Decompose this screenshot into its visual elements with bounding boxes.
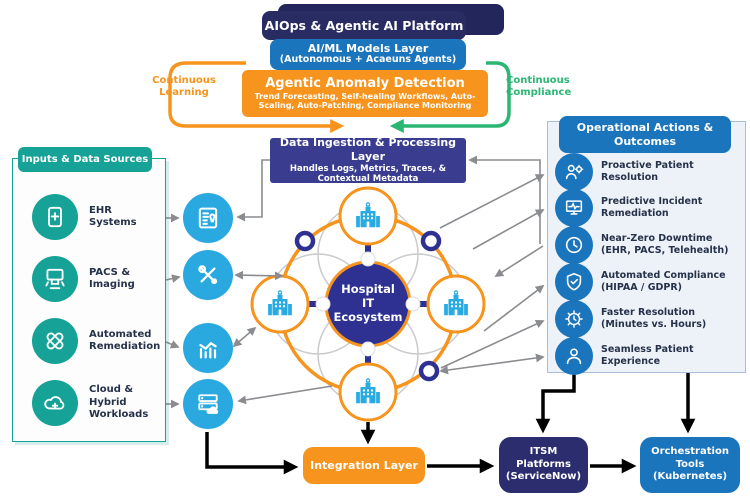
list-item-downtime: Near-Zero Downtime (EHR, PACS, Telehealt… (555, 226, 743, 264)
itsm-platforms-box: ITSM Platforms (ServiceNow) (499, 437, 588, 493)
list-item-cloud: Cloud & Hybrid Workloads (32, 380, 155, 426)
data-ingestion-box: Data Ingestion & Processing Layer Handle… (270, 136, 466, 185)
list-item-label: Faster Resolution (Minutes vs. Hours) (601, 307, 707, 330)
list-item-proactive: Proactive Patient Resolution (555, 153, 743, 191)
pacs-imaging-icon (32, 256, 78, 302)
hospital-it-ecosystem-label: Hospital IT Ecosystem (324, 282, 412, 324)
continuous-learning-label: Continuous Learning (152, 75, 216, 98)
list-item-seamless: Seamless Patient Experience (555, 337, 743, 375)
platform-title: AIOps & Agentic AI Platform (262, 11, 466, 40)
automated-remediation-icon (32, 318, 78, 364)
server-cloud-icon (183, 379, 233, 429)
proactive-patient-icon (555, 153, 593, 191)
inputs-panel-title: Inputs & Data Sources (21, 154, 149, 165)
aiml-title: AI/ML Models Layer (307, 41, 429, 55)
list-item-faster: Faster Resolution (Minutes vs. Hours) (555, 300, 743, 338)
repair-tools-icon (183, 250, 233, 300)
hospital-building-icon (351, 375, 385, 409)
center-label-line: Ecosystem (333, 309, 403, 324)
itsm-platforms-label: ITSM Platforms (ServiceNow) (505, 446, 582, 483)
list-item-label: Cloud & Hybrid Workloads (89, 384, 149, 421)
ingestion-subtitle: Handles Logs, Metrics, Traces, & Context… (289, 163, 447, 185)
right-gray-arrows (439, 155, 545, 375)
spoke-junction-dots (315, 251, 421, 357)
center-label-line: IT (361, 295, 375, 310)
list-item-label: PACS & Imaging (89, 266, 135, 291)
hospital-building-icon (351, 199, 385, 233)
faster-resolution-icon (555, 300, 593, 338)
orchestration-tools-label: Orchestration Tools (Kubernetes) (651, 446, 729, 483)
anomaly-title: Agentic Anomaly Detection (265, 76, 465, 92)
hospital-building-icon (263, 287, 297, 321)
list-item-label: Automated Compliance (HIPAA / GDPR) (601, 270, 726, 293)
integration-layer-box: Integration Layer (303, 447, 425, 484)
black-flow-arrows (205, 371, 696, 475)
anomaly-detection-box: Agentic Anomaly Detection Trend Forecast… (242, 70, 488, 117)
center-label-line: Hospital (341, 282, 395, 296)
continuous-compliance-label: Continuous Compliance (506, 75, 572, 98)
orbit-ring-nodes (294, 230, 442, 382)
automated-compliance-icon (555, 263, 593, 301)
list-item-compliance: Automated Compliance (HIPAA / GDPR) (555, 263, 743, 301)
ingestion-title: Data Ingestion & Processing Layer (279, 136, 457, 163)
hospital-building-icon (439, 287, 473, 321)
list-item-label: EHR Systems (89, 204, 137, 229)
list-item-label: Seamless Patient Experience (601, 344, 694, 367)
continuous-compliance-loop (389, 61, 511, 133)
anomaly-subtitle: Trend Forecasting, Self-healing Workflow… (254, 91, 476, 111)
inputs-panel-header: Inputs & Data Sources (18, 147, 152, 172)
list-item-remediation: Automated Remediation (32, 318, 161, 364)
aiml-subtitle: (Autonomous + Acaeuns Agents) (279, 54, 457, 66)
orchestration-tools-box: Orchestration Tools (Kubernetes) (640, 437, 740, 493)
ehr-icon (32, 194, 78, 240)
continuous-learning-loop (168, 61, 345, 133)
list-item-label: Automated Remediation (89, 328, 161, 353)
hospital-node-circles (250, 186, 486, 422)
analytics-chart-icon (183, 323, 233, 373)
list-item-ehr: EHR Systems (32, 194, 155, 240)
list-item-predictive: Predictive Incident Remediation (555, 189, 743, 227)
list-item-label: Proactive Patient Resolution (601, 160, 694, 183)
left-gray-arrows (165, 159, 333, 409)
platform-title-text: AIOps & Agentic AI Platform (264, 18, 464, 33)
xray-scan-icon (183, 193, 233, 243)
predictive-incident-icon (555, 189, 593, 227)
list-item-label: Near-Zero Downtime (EHR, PACS, Telehealt… (601, 233, 729, 256)
list-item-label: Predictive Incident Remediation (601, 196, 703, 219)
list-item-pacs: PACS & Imaging (32, 256, 155, 302)
near-zero-downtime-icon (555, 226, 593, 264)
cloud-workloads-icon (32, 380, 78, 426)
seamless-patient-icon (555, 337, 593, 375)
aiml-models-layer-box: AI/ML Models Layer (Autonomous + Acaeuns… (270, 39, 466, 70)
operational-panel-title: Operational Actions & Outcomes (576, 121, 714, 148)
operational-panel-header: Operational Actions & Outcomes (559, 116, 731, 153)
integration-layer-label: Integration Layer (310, 459, 418, 472)
